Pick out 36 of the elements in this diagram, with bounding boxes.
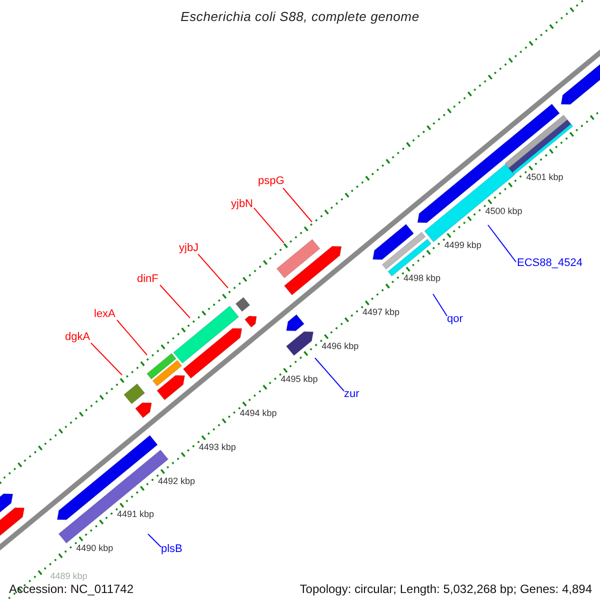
gene-label: yjbN [231, 198, 254, 210]
leader-line [314, 358, 344, 392]
gene-label: dgkA [65, 331, 90, 343]
leader-line [148, 534, 162, 548]
position-label: 4494 kbp [240, 408, 277, 418]
title: Escherichia coli S88, complete genome [180, 9, 420, 24]
position-label: 4489 kbp [50, 570, 88, 581]
gene-label: plsB [161, 543, 182, 555]
position-label: 4492 kbp [158, 476, 195, 486]
leader-line [432, 294, 448, 316]
position-label: 4496 kbp [322, 340, 359, 351]
leader-line [160, 284, 190, 318]
position-label: 4498 kbp [403, 273, 440, 284]
gene-label: dinF [137, 273, 158, 285]
position-label: 4491 kbp [117, 509, 154, 520]
leader-line [116, 320, 148, 356]
gene-label: ECS88_4524 [517, 257, 582, 269]
genome-summary: Topology: circular; Length: 5,032,268 bp; Genes: 4,894 [300, 582, 592, 596]
gene-label: zur [344, 388, 360, 400]
leader-line [282, 188, 312, 222]
leader-line [488, 224, 516, 262]
position-label: 4490 kbp [76, 542, 114, 553]
gene-label: qor [447, 313, 463, 325]
gene-label: pspG [258, 175, 284, 187]
position-label: 4493 kbp [198, 442, 236, 452]
gene-label: lexA [94, 308, 116, 320]
position-label: 4497 kbp [362, 307, 400, 318]
leader-line [198, 254, 228, 288]
leader-line [254, 208, 284, 244]
leader-line [90, 342, 122, 376]
gene-label: yjbJ [179, 242, 199, 254]
position-label: 4495 kbp [280, 374, 318, 384]
accession-number: Accession: NC_011742 [9, 582, 134, 596]
position-label: 4499 kbp [444, 240, 482, 250]
position-label: 4501 kbp [526, 172, 564, 182]
position-label: 4500 kbp [485, 206, 522, 216]
